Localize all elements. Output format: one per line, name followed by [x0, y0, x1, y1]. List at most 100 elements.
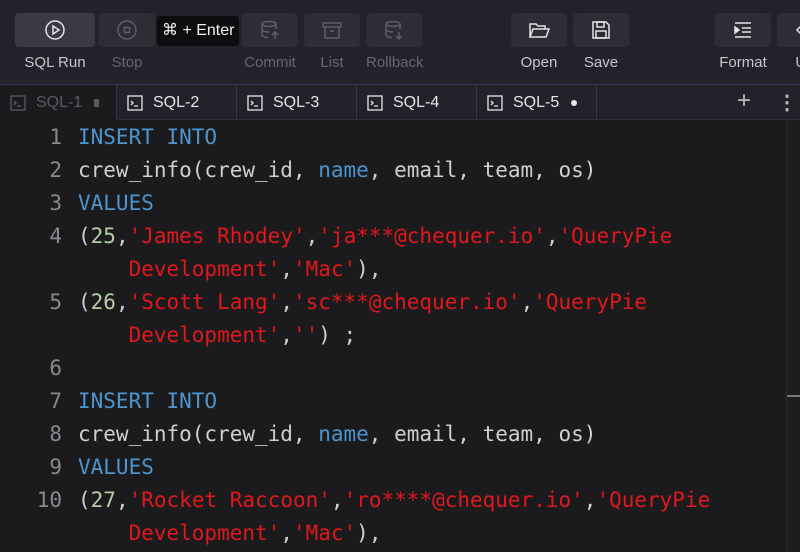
- code-line[interactable]: VALUES: [78, 187, 154, 220]
- button-label: Save: [583, 54, 619, 71]
- token-kw: INSERT INTO: [78, 389, 218, 413]
- tab-sql-1[interactable]: SQL-1: [0, 85, 117, 120]
- token-t: ,: [583, 488, 597, 512]
- code-line[interactable]: INSERT INTO: [78, 121, 217, 154]
- button-label: Format: [719, 54, 767, 71]
- save-button[interactable]: Save: [573, 13, 629, 71]
- tab-sql-3[interactable]: SQL-3: [237, 85, 357, 120]
- token-str: 'ro****@chequer.io': [343, 488, 584, 512]
- line-number: 5: [49, 290, 62, 314]
- token-kw: VALUES: [78, 191, 154, 215]
- line-number: 3: [49, 191, 62, 215]
- button-label: Commit: [244, 54, 296, 71]
- tab-label: SQL-4: [393, 93, 440, 111]
- token-t: ,: [115, 488, 129, 512]
- rollback-button[interactable]: Rollback: [366, 13, 424, 71]
- button-label: Un: [777, 54, 800, 71]
- token-str: '': [292, 323, 319, 347]
- tab-sql-2[interactable]: SQL-2: [117, 85, 237, 120]
- more-options-button[interactable]: ⋮: [777, 92, 797, 114]
- token-kw: VALUES: [78, 455, 154, 479]
- button-label: SQL Run: [24, 54, 86, 71]
- button-label: Stop: [111, 54, 143, 71]
- token-str: 'QueryPie: [533, 290, 648, 314]
- open-icon-box: [511, 13, 567, 47]
- token-str: 'Mac': [292, 257, 357, 281]
- token-t: (: [78, 290, 91, 314]
- tab-sql-5[interactable]: SQL-5: [477, 85, 597, 120]
- format-button[interactable]: Format: [715, 13, 771, 71]
- token-t: crew_info(crew_id,: [78, 158, 319, 182]
- line-number: 8: [49, 422, 62, 446]
- code-line[interactable]: INSERT INTO: [78, 385, 217, 418]
- stop-button[interactable]: Stop: [99, 13, 155, 71]
- add-tab-button[interactable]: +: [737, 87, 752, 114]
- line-number: 4: [49, 224, 62, 248]
- shortcut-tooltip: ⌘ + Enter: [157, 16, 240, 46]
- button-label: Rollback: [366, 54, 424, 71]
- line-number: [0, 319, 62, 352]
- token-str: 'Scott Lang': [128, 290, 281, 314]
- token-kw: INSERT INTO: [78, 125, 218, 149]
- token-t: ),: [356, 521, 382, 545]
- token-t: ,: [280, 521, 293, 545]
- terminal-icon: [247, 94, 263, 111]
- token-kw: name: [318, 422, 369, 446]
- line-number: 7: [49, 389, 62, 413]
- archive-box-icon: [322, 22, 342, 39]
- code-line[interactable]: Development','Mac'),: [78, 253, 382, 286]
- token-t: , email, team, os): [368, 422, 597, 446]
- token-str: Development': [78, 257, 281, 281]
- undo-icon: [795, 25, 800, 35]
- list-button[interactable]: List: [304, 13, 360, 71]
- token-t: ,: [115, 224, 129, 248]
- tab-label: SQL-2: [153, 93, 200, 111]
- line-number: 1: [49, 125, 62, 149]
- token-num: 25: [90, 224, 116, 248]
- stop-icon-box: [99, 13, 155, 47]
- token-t: ,: [545, 224, 559, 248]
- rollback-icon-box: [366, 13, 422, 47]
- tab-label: SQL-3: [273, 93, 320, 111]
- line-number: [0, 517, 62, 550]
- code-line[interactable]: Development','') ;: [78, 319, 357, 352]
- token-str: 'QueryPie: [558, 224, 673, 248]
- code-line[interactable]: crew_info(crew_id, name, email, team, os…: [78, 154, 596, 187]
- code-line[interactable]: (27,'Rocket Raccoon','ro****@chequer.io'…: [78, 484, 710, 517]
- stop-circle-icon: [117, 20, 137, 40]
- code-line[interactable]: crew_info(crew_id, name, email, team, os…: [78, 418, 596, 451]
- save-icon-box: [573, 13, 629, 47]
- un-icon-box: [777, 13, 800, 47]
- token-str: 'Mac': [292, 521, 357, 545]
- tab-sql-4[interactable]: SQL-4: [357, 85, 477, 120]
- token-t: ) ;: [318, 323, 357, 347]
- sql-run-icon-box: [15, 13, 95, 47]
- format-icon-box: [715, 13, 771, 47]
- un-button[interactable]: Un: [777, 13, 800, 71]
- commit-button[interactable]: Commit: [242, 13, 298, 71]
- floppy-disk-icon: [592, 21, 610, 39]
- code-line[interactable]: Development','Mac'),: [78, 517, 382, 550]
- vertical-scrollbar[interactable]: [786, 121, 800, 552]
- button-label: Open: [520, 54, 558, 71]
- unsaved-indicator: [94, 98, 100, 107]
- token-t: ,: [520, 290, 534, 314]
- code-line[interactable]: VALUES: [78, 451, 154, 484]
- database-upload-icon: [261, 20, 279, 39]
- line-number: [0, 253, 62, 286]
- line-number: 9: [49, 455, 62, 479]
- terminal-icon: [487, 94, 503, 111]
- code-line[interactable]: (26,'Scott Lang','sc***@chequer.io','Que…: [78, 286, 647, 319]
- terminal-icon: [127, 94, 143, 111]
- tab-label: SQL-5: [513, 93, 560, 111]
- scrollbar-thumb[interactable]: [787, 395, 800, 397]
- token-str: Development': [78, 521, 281, 545]
- token-t: ,: [115, 290, 129, 314]
- code-line[interactable]: (25,'James Rhodey','ja***@chequer.io','Q…: [78, 220, 672, 253]
- open-button[interactable]: Open: [511, 13, 567, 71]
- folder-open-icon: [528, 23, 550, 38]
- sql-run-button[interactable]: SQL Run: [15, 13, 95, 71]
- token-t: ,: [305, 224, 319, 248]
